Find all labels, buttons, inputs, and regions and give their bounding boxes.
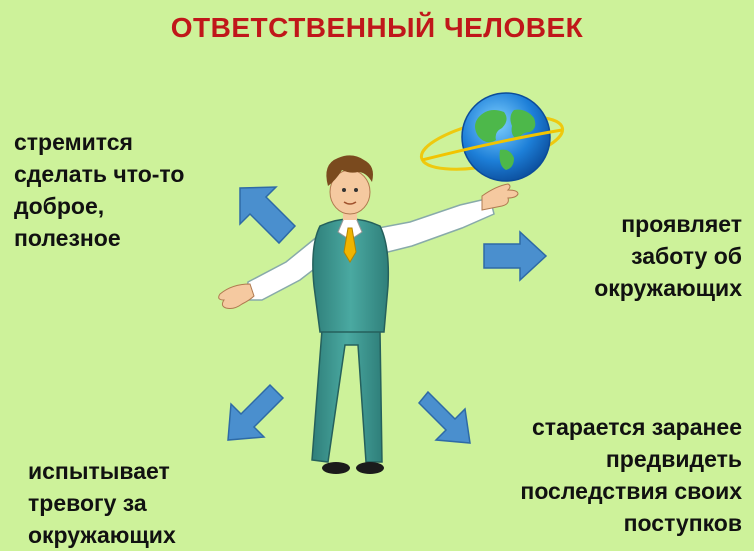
arrow-icon-bottom-right <box>417 390 471 444</box>
caption-top-right: проявляет заботу об окружающих <box>594 211 742 301</box>
arrow-icon-bottom-left <box>227 383 285 441</box>
caption-bottom-left: испытывает тревогу за окружающих <box>28 458 176 548</box>
globe-icon <box>419 92 565 182</box>
caption-bottom-right: старается заранее предвидеть последствия… <box>520 414 742 536</box>
caption-top-left: стремится сделать что-то доброе, полезно… <box>14 129 185 251</box>
page-title: ОТВЕТСТВЕННЫЙ ЧЕЛОВЕК <box>170 12 584 43</box>
arrow-icon-right <box>483 230 548 282</box>
man-holding-globe-illustration <box>218 155 519 474</box>
arrow-icon-top-left <box>239 186 297 245</box>
